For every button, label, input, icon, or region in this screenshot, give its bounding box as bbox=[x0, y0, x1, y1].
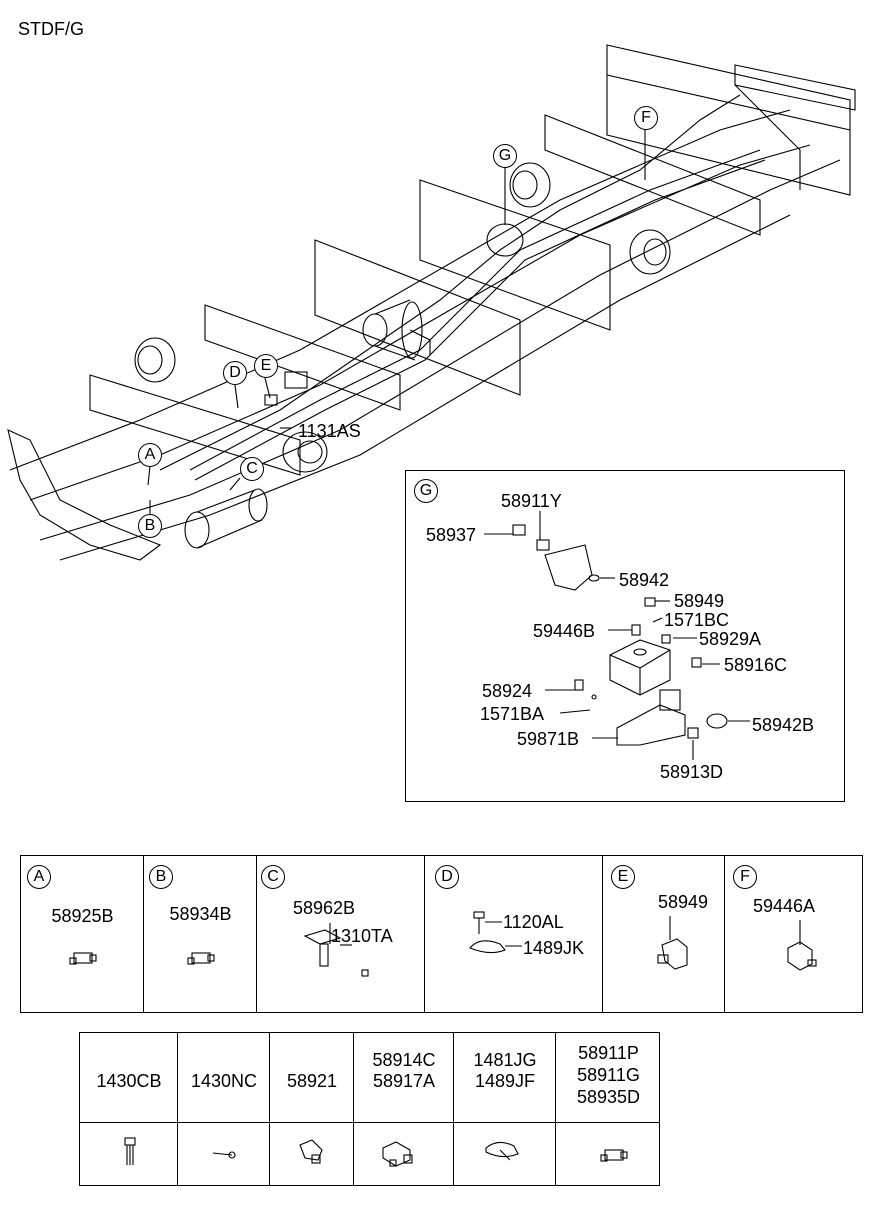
table-letter-c: C bbox=[261, 865, 285, 889]
part-1310ta: 1310TA bbox=[331, 926, 393, 946]
table-letter-d: D bbox=[435, 865, 459, 889]
part-58921: 58921 bbox=[286, 1071, 338, 1091]
fitting-58925b-sketch bbox=[69, 952, 97, 965]
part-1120al: 1120AL bbox=[503, 912, 564, 932]
part-58913d: 58913D bbox=[660, 762, 724, 782]
table-cell-a: A 58925B bbox=[21, 856, 144, 1012]
callout-a: A bbox=[138, 443, 162, 467]
table-cell-b: B 58934B bbox=[144, 856, 257, 1012]
diagram-title: STDF/G bbox=[18, 19, 84, 39]
detail-g-panel bbox=[405, 470, 845, 802]
part-58911p: 58911P bbox=[578, 1043, 639, 1063]
part-58942b: 58942B bbox=[752, 715, 815, 735]
part-58934b: 58934B bbox=[169, 904, 232, 924]
callout-d: D bbox=[223, 361, 247, 385]
table2-cell-5: 1481JG 1489JF bbox=[454, 1033, 556, 1185]
table-letter-b: B bbox=[149, 865, 173, 889]
table-cell-d: D 1120AL 1489JK bbox=[425, 856, 603, 1012]
table-cell-f: F 59446A bbox=[725, 856, 864, 1012]
part-1489jf: 1489JF bbox=[474, 1071, 536, 1091]
table-divider bbox=[80, 1122, 659, 1123]
table-letter-e: E bbox=[611, 865, 635, 889]
tee-58914c-sketch bbox=[382, 1141, 413, 1167]
part-58916c: 58916C bbox=[724, 655, 788, 675]
part-58914c: 58914C bbox=[372, 1050, 436, 1070]
table-letter-a: A bbox=[27, 865, 51, 889]
detail-g-letter: G bbox=[414, 479, 438, 503]
part-label-1131as: 1131AS bbox=[298, 421, 361, 441]
part-1571ba: 1571BA bbox=[480, 704, 545, 724]
parts-table-misc: 1430CB 1430NC 58921 58914C 58917A 1481JG… bbox=[79, 1032, 660, 1186]
table-cell-c: C 58962B 1310TA bbox=[257, 856, 425, 1012]
parts-table-letters: A 58925B B 58934B C 58962B 1310TA D 1120… bbox=[20, 855, 863, 1013]
part-58942: 58942 bbox=[619, 570, 670, 590]
part-1430cb: 1430CB bbox=[96, 1071, 162, 1091]
part-58911g: 58911G bbox=[577, 1065, 640, 1085]
part-59446a: 59446A bbox=[753, 896, 816, 916]
part-58925b: 58925B bbox=[51, 906, 114, 926]
table2-cell-1: 1430CB bbox=[80, 1033, 178, 1185]
table2-cell-2: 1430NC bbox=[178, 1033, 270, 1185]
callout-b: B bbox=[138, 514, 162, 538]
part-1430nc: 1430NC bbox=[190, 1071, 258, 1091]
part-58917a: 58917A bbox=[372, 1071, 436, 1091]
block-59446a-sketch bbox=[787, 920, 817, 971]
part-58937: 58937 bbox=[426, 525, 477, 545]
part-1571bc: 1571BC bbox=[664, 610, 730, 630]
part-58935d: 58935D bbox=[576, 1087, 641, 1107]
part-1489jk: 1489JK bbox=[523, 938, 585, 958]
bracket-58962b-sketch bbox=[303, 923, 369, 977]
part-59446b: 59446B bbox=[533, 621, 596, 641]
part-1481jg: 1481JG bbox=[473, 1050, 537, 1070]
callout-c: C bbox=[240, 457, 264, 481]
elbow-58949-sketch bbox=[657, 916, 688, 970]
part-58949: 58949 bbox=[674, 591, 725, 611]
part-58962b: 58962B bbox=[293, 898, 356, 918]
part-58949-e: 58949 bbox=[657, 892, 709, 912]
elbow-58921-sketch bbox=[299, 1139, 323, 1164]
part-58911y: 58911Y bbox=[501, 491, 562, 511]
table-letter-f: F bbox=[733, 865, 757, 889]
table2-cell-4: 58914C 58917A bbox=[354, 1033, 454, 1185]
part-59871b: 59871B bbox=[517, 729, 580, 749]
bolt-clip-sketch bbox=[469, 911, 522, 954]
part-58929a: 58929A bbox=[699, 629, 762, 649]
part-58924: 58924 bbox=[482, 681, 533, 701]
fitting-58911p-sketch bbox=[600, 1149, 628, 1162]
fitting-58934b-sketch bbox=[187, 952, 215, 965]
table2-cell-6: 58911P 58911G 58935D bbox=[556, 1033, 661, 1185]
table-cell-e: E 58949 bbox=[603, 856, 725, 1012]
callout-g: G bbox=[493, 144, 517, 168]
table2-cell-3: 58921 bbox=[270, 1033, 354, 1185]
callout-f: F bbox=[634, 106, 658, 130]
pin-1430nc-sketch bbox=[212, 1151, 236, 1159]
clip-1481jg-sketch bbox=[485, 1141, 519, 1161]
bolt-1430cb-sketch bbox=[124, 1137, 136, 1165]
callout-e: E bbox=[254, 354, 278, 378]
